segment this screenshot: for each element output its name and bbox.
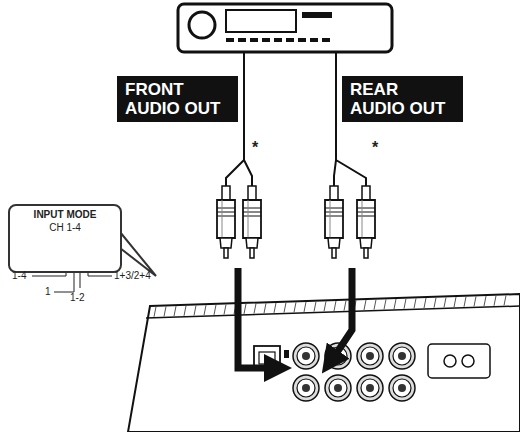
fin-stroke: [404, 299, 406, 309]
sub-text: CH 1-4: [16, 222, 114, 233]
fin-stroke: [314, 302, 316, 312]
switch-position: 1+3/2+4: [114, 270, 151, 281]
fin-stroke: [454, 297, 456, 307]
fin-stroke: [504, 295, 506, 305]
fin-stroke: [274, 303, 276, 313]
label-text: FRONT AUDIO OUT: [125, 80, 230, 118]
fin-stroke: [214, 305, 216, 315]
footnote-mark: *: [372, 140, 378, 156]
fin-stroke: [224, 305, 226, 315]
fin-stroke: [364, 300, 366, 310]
label-text: INPUT MODE: [16, 209, 114, 220]
footnote-mark: *: [252, 140, 258, 156]
fin-stroke: [334, 301, 336, 311]
fin-stroke: [484, 296, 486, 306]
fin-stroke: [474, 296, 476, 306]
switch-position: 1-4: [12, 270, 26, 281]
fin-stroke: [194, 306, 196, 316]
fin-stroke: [304, 302, 306, 312]
fin-stroke: [294, 302, 296, 312]
output-label: REAR AUDIO OUT: [342, 76, 463, 122]
fin-stroke: [494, 296, 496, 306]
fin-stroke: [204, 305, 206, 315]
fin-stroke: [284, 303, 286, 313]
fin-stroke: [324, 301, 326, 311]
fin-stroke: [244, 304, 246, 314]
fin-stroke: [164, 306, 166, 316]
fin-stroke: [464, 297, 466, 307]
label-text: REAR AUDIO OUT: [350, 80, 455, 118]
fin-stroke: [174, 306, 176, 316]
fin-stroke: [374, 300, 376, 310]
switch-position: 1: [45, 286, 51, 297]
input-mode-callout: INPUT MODE CH 1-4: [8, 204, 122, 273]
switch-position: 1-2: [70, 292, 84, 303]
fin-stroke: [254, 304, 256, 314]
fin-stroke: [264, 303, 266, 313]
fin-stroke: [154, 307, 156, 317]
fin-stroke: [424, 298, 426, 308]
fin-stroke: [394, 299, 396, 309]
fin-stroke: [414, 298, 416, 308]
fin-stroke: [384, 299, 386, 309]
fin-stroke: [444, 297, 446, 307]
fin-stroke: [434, 298, 436, 308]
fin-stroke: [184, 306, 186, 316]
fin-stroke: [344, 301, 346, 311]
output-label: FRONT AUDIO OUT: [117, 76, 238, 122]
